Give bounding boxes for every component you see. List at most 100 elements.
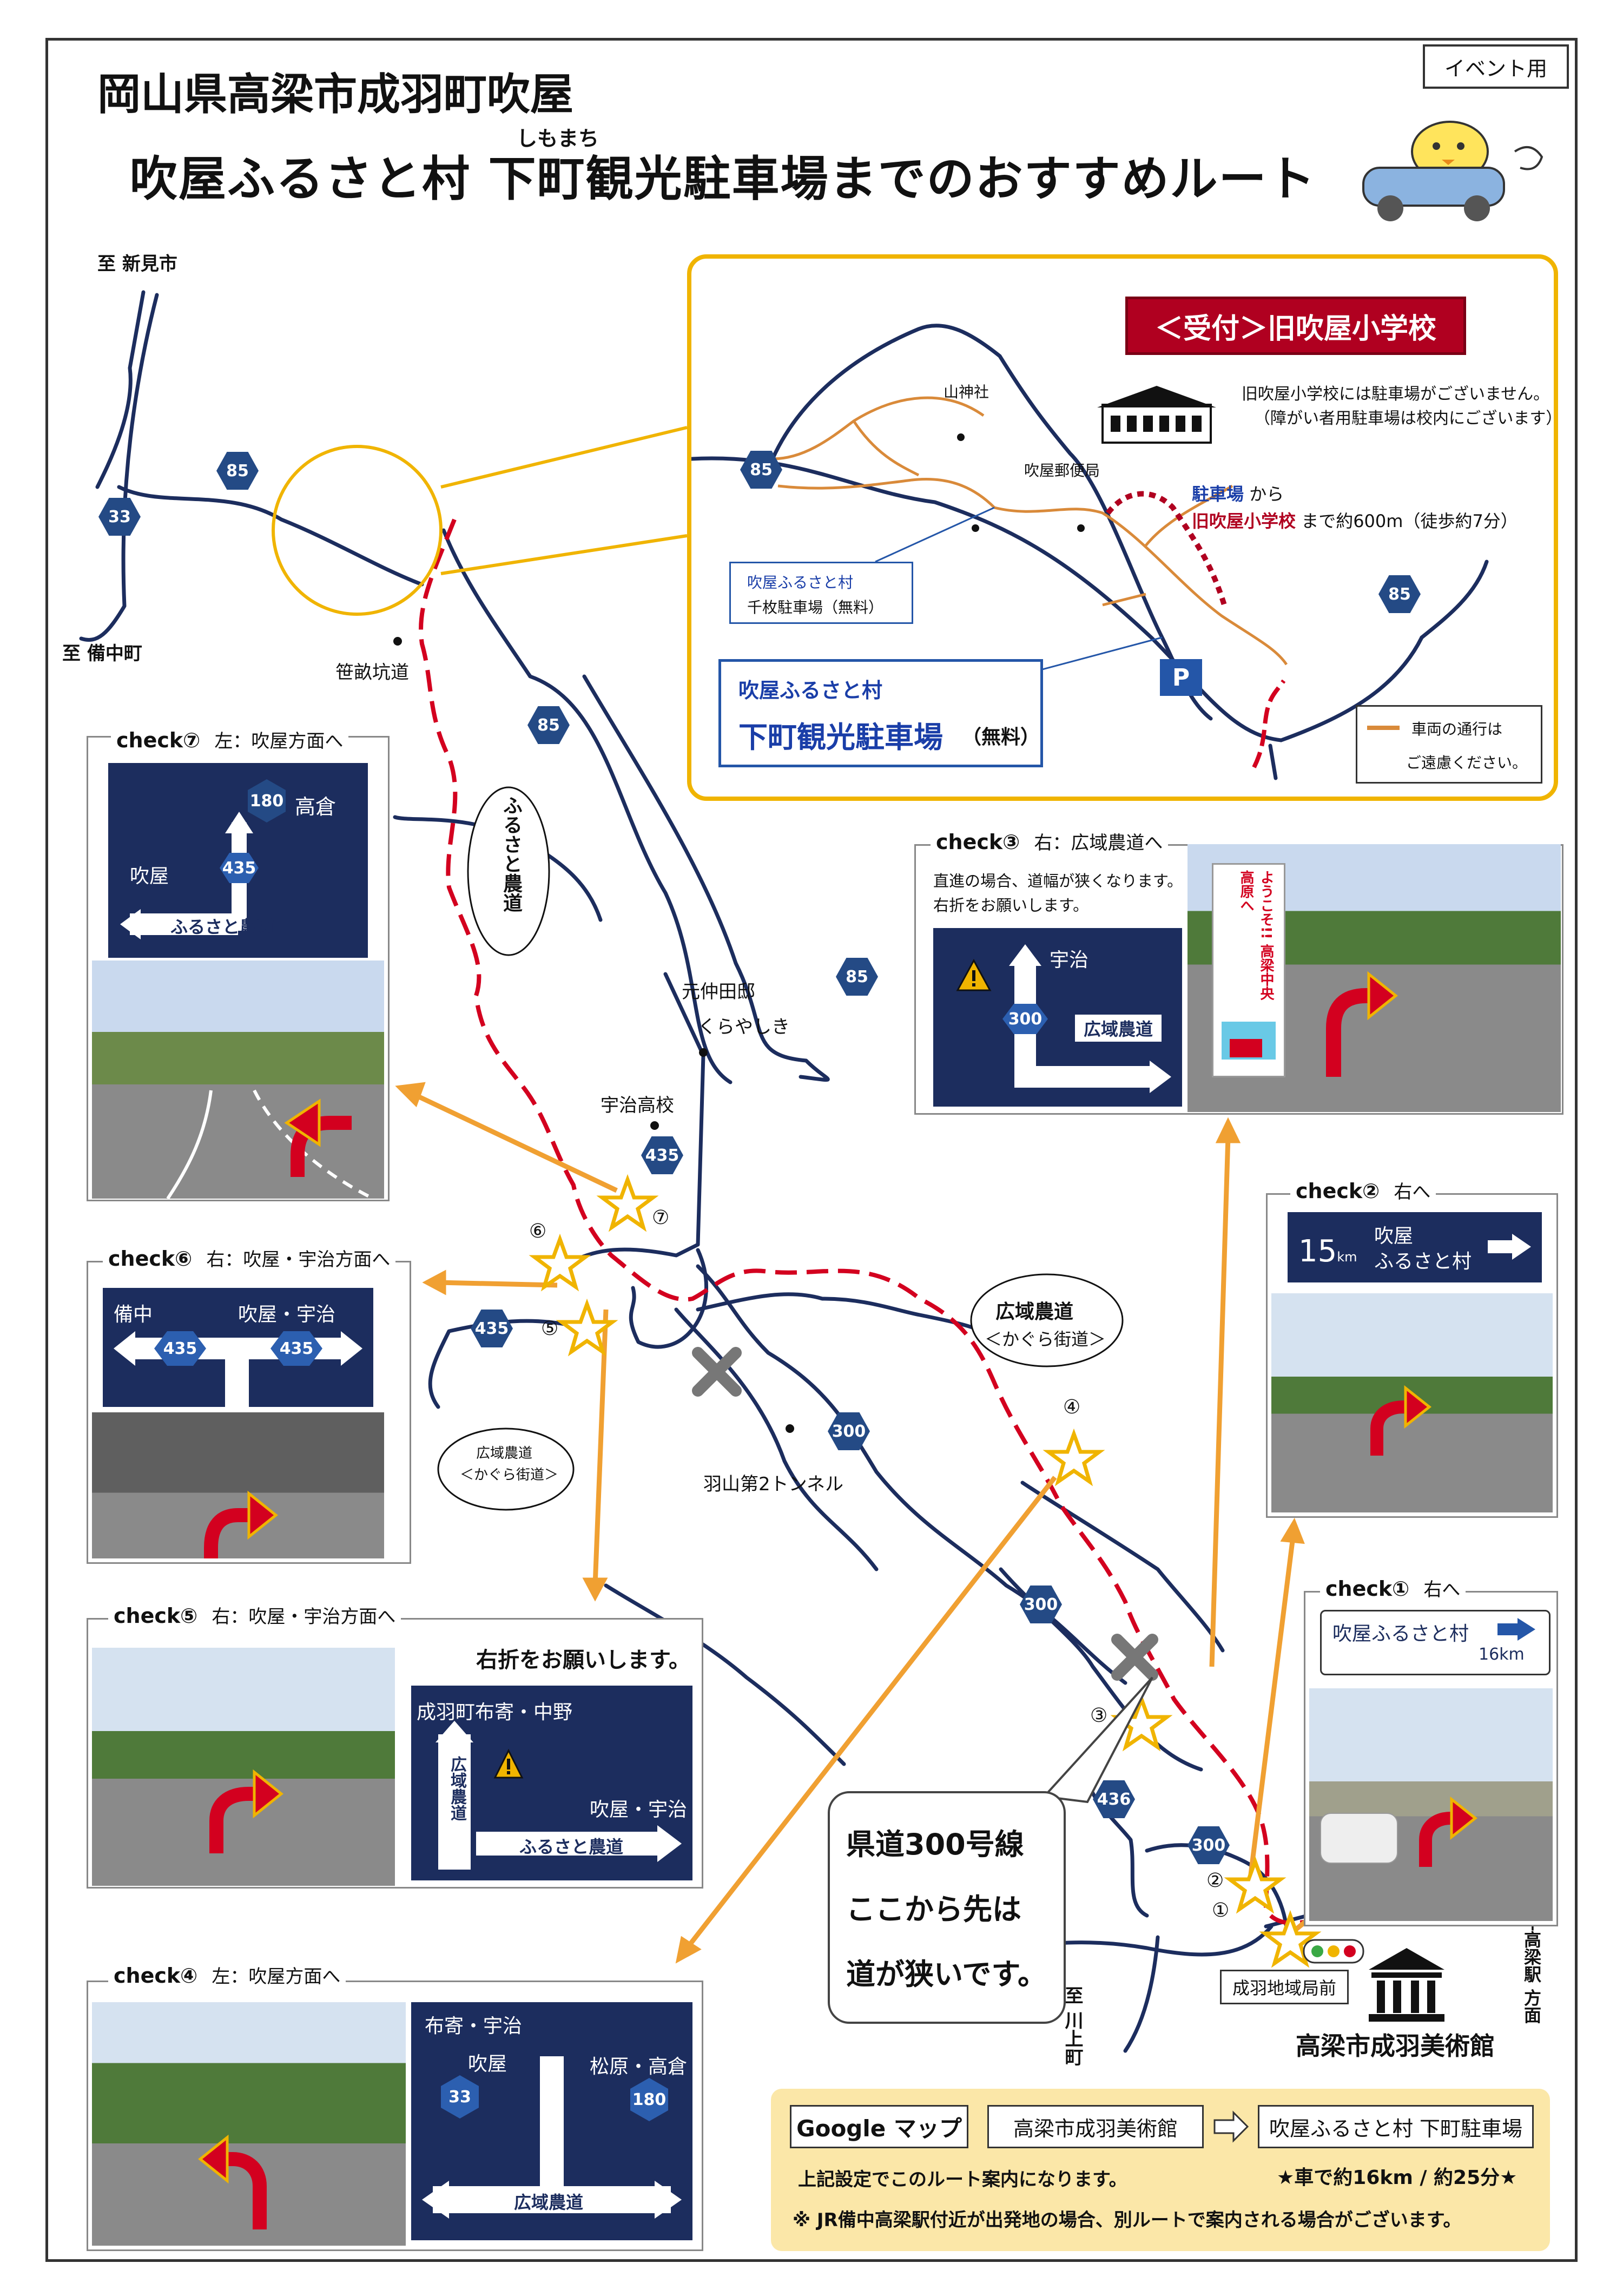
dir-bicchu: 至 備中町 bbox=[62, 643, 142, 665]
senmai-label-2: 千枚駐車場（無料） bbox=[747, 598, 884, 616]
reception-banner: ＜受付＞旧吹屋小学校 bbox=[1125, 297, 1466, 355]
check5-photo bbox=[92, 1648, 395, 1886]
check1-sign: 吹屋ふるさと村 16km bbox=[1320, 1610, 1551, 1675]
check7-photo bbox=[92, 960, 384, 1199]
point-2: ② bbox=[1206, 1870, 1224, 1892]
arrow-right-icon bbox=[1213, 2110, 1249, 2143]
reception-note-1: 旧吹屋小学校には駐車場がございません。 bbox=[1242, 385, 1550, 404]
google-note-1: 上記設定でこのルート案内になります。 bbox=[798, 2169, 1127, 2190]
check6-dest-fukiya-uji: 吹屋・宇治 bbox=[238, 1304, 336, 1326]
inset-route-85-shield: 85 bbox=[740, 451, 782, 489]
motonakata-label: 元仲田邸 bbox=[682, 981, 755, 1003]
check5-dest-top: 成羽町布寄・中野 bbox=[417, 1701, 573, 1723]
kagura-label-2: ＜かぐら街道＞ bbox=[460, 1467, 559, 1483]
check1-dest: 吹屋ふるさと村 bbox=[1332, 1623, 1469, 1645]
google-time: ★車で約16km / 約25分★ bbox=[1277, 2167, 1518, 2189]
title-ruby: しもまち bbox=[517, 127, 599, 150]
route-33-shield: 33 bbox=[98, 498, 141, 536]
check4-road: 広域農道 bbox=[514, 2192, 584, 2213]
google-maps-box: Google マップ 高梁市成羽美術館 吹屋ふるさと村 下町駐車場 上記設定でこ… bbox=[771, 2089, 1550, 2251]
check2-label: check② bbox=[1296, 1179, 1380, 1203]
check1-direction: 右へ bbox=[1423, 1579, 1461, 1601]
white-car bbox=[1320, 1813, 1398, 1864]
check5-vertical-road: 広域農道 bbox=[447, 1756, 466, 1821]
check7-road: ふるさと農道 bbox=[170, 917, 275, 937]
shimo-label-2: 下町観光駐車場 bbox=[738, 720, 943, 754]
check2-dest-1: 吹屋 bbox=[1374, 1225, 1414, 1247]
check4-dest-top: 布寄・宇治 bbox=[425, 2015, 523, 2037]
check1-distance: 16km bbox=[1479, 1645, 1525, 1664]
check3-sign: 宇治 300 広域農道 bbox=[933, 928, 1182, 1107]
check7-title: check⑦ 左：吹屋方面へ bbox=[111, 726, 349, 753]
kurayashiki-label: くらやしき bbox=[698, 1016, 790, 1038]
route-300-shield: 300 bbox=[1020, 1586, 1062, 1623]
route-435-shield: 435 bbox=[471, 1310, 513, 1347]
event-tag: イベント用 bbox=[1423, 44, 1569, 89]
check3-note-1: 直進の場合、道幅が狭くなります。 bbox=[933, 872, 1183, 890]
furusato-nodo-label: ふるさと農道 bbox=[500, 795, 522, 912]
senmai-label-1: 吹屋ふるさと村 bbox=[747, 574, 854, 591]
main-title: 吹屋ふるさと村 下町観光駐車場までのおすすめルート bbox=[130, 151, 1316, 207]
route-435-shield-left: 435 bbox=[154, 1331, 206, 1366]
check2-direction: 右へ bbox=[1394, 1181, 1431, 1203]
distance-note-2: 旧吹屋小学校 まで約600m（徒歩約7分） bbox=[1192, 508, 1518, 532]
check4-direction: 左：吹屋方面へ bbox=[212, 1966, 341, 1988]
check4-title: check④ 左：吹屋方面へ bbox=[108, 1962, 346, 1988]
welcome-board: ようこそ!! 高梁中央高原へ bbox=[1212, 863, 1285, 1077]
check7-direction: 左：吹屋方面へ bbox=[214, 731, 344, 752]
google-maps-label: Google マップ bbox=[790, 2105, 968, 2148]
check6-label: check⑥ bbox=[108, 1247, 193, 1271]
check5-road: ふるさと農道 bbox=[519, 1837, 624, 1857]
dist-from: から bbox=[1249, 484, 1284, 504]
callout-arrows bbox=[395, 1082, 1397, 1964]
route-85-shield: 85 bbox=[216, 452, 259, 490]
route-300-shield: 300 bbox=[1002, 1004, 1048, 1034]
parking-inset: ＜受付＞旧吹屋小学校 旧吹屋小学校には駐車場がございません。 （障がい者用駐車場… bbox=[687, 254, 1562, 801]
bubble-line-3: 道が狭いです。 bbox=[846, 1957, 1047, 1991]
sasamuki-label: 笹畝坑道 bbox=[335, 662, 409, 683]
check4-label: check④ bbox=[114, 1964, 198, 1988]
check6-direction: 右：吹屋・宇治方面へ bbox=[206, 1249, 391, 1271]
check7-dest-takakura: 高倉 bbox=[295, 795, 337, 819]
page-frame bbox=[45, 38, 1578, 2262]
museum-label: 高梁市成羽美術館 bbox=[1296, 2031, 1495, 2061]
check5-direction: 右：吹屋・宇治方面へ bbox=[212, 1606, 396, 1628]
check7-dest-fukiya: 吹屋 bbox=[130, 865, 169, 887]
route-435-shield: 435 bbox=[641, 1136, 683, 1174]
bubble-line-1: 県道300号線 bbox=[846, 1827, 1024, 1861]
point-4: ④ bbox=[1063, 1396, 1081, 1418]
reception-note-2: （障がい者用駐車場は校内にございます） bbox=[1254, 409, 1562, 428]
check2-title: check② 右へ bbox=[1290, 1177, 1436, 1203]
check4-dest-fukiya: 吹屋 bbox=[468, 2053, 507, 2075]
check4-photo bbox=[92, 2002, 406, 2246]
traffic-light-icon bbox=[1303, 1939, 1364, 1964]
distance-note: 駐車場 から bbox=[1192, 481, 1284, 505]
region-title: 岡山県高梁市成羽町吹屋 bbox=[97, 69, 573, 120]
museum-icon bbox=[1369, 1948, 1444, 2022]
bubble-tail bbox=[1041, 1676, 1153, 1804]
point-3: ③ bbox=[1090, 1705, 1108, 1727]
parking-icon: P bbox=[1160, 659, 1202, 696]
check4-dest-right: 松原・高倉 bbox=[590, 2056, 688, 2078]
car-mascot-icon bbox=[1362, 121, 1543, 221]
check4-sign: 布寄・宇治 吹屋 松原・高倉 33 180 広域農道 bbox=[411, 2002, 692, 2240]
legend-box: 車両の通行は ご遠慮ください。 bbox=[1356, 705, 1542, 784]
check5-dest-right: 吹屋・宇治 bbox=[590, 1799, 688, 1821]
google-from: 高梁市成羽美術館 bbox=[987, 2105, 1204, 2148]
check2-distance-value: 15 bbox=[1298, 1234, 1337, 1269]
check1-photo bbox=[1309, 1688, 1553, 1921]
check7-label: check⑦ bbox=[116, 728, 201, 752]
koiki-label: 広域農道 bbox=[995, 1301, 1074, 1323]
route-435-shield-right: 435 bbox=[270, 1331, 322, 1366]
shimomachi-parking-box: 吹屋ふるさと村 下町観光駐車場 （無料） bbox=[718, 659, 1043, 767]
check2-distance-unit: km bbox=[1337, 1249, 1357, 1265]
check5-sign: 成羽町布寄・中野 広域農道 吹屋・宇治 ふるさと農道 bbox=[411, 1686, 692, 1880]
check2-distance: 15km bbox=[1298, 1234, 1357, 1269]
senmai-parking-box: 吹屋ふるさと村 千枚駐車場（無料） bbox=[729, 562, 913, 624]
check6-title: check⑥ 右：吹屋・宇治方面へ bbox=[103, 1245, 396, 1271]
dist-school: 旧吹屋小学校 bbox=[1192, 511, 1296, 531]
